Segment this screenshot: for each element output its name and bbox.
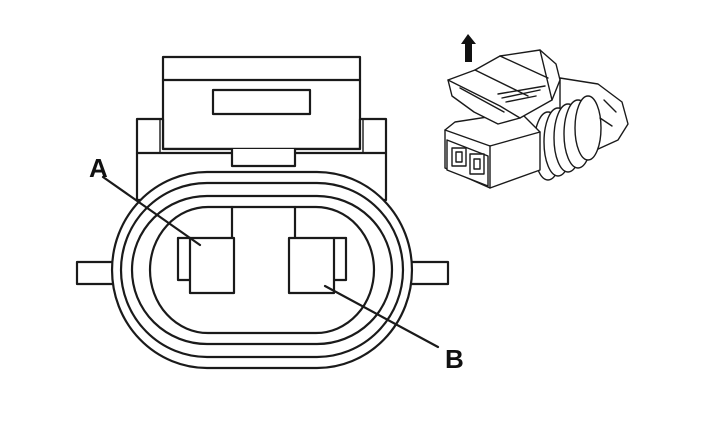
tab-window	[211, 88, 312, 116]
front-face	[446, 139, 489, 187]
top-latch	[447, 49, 561, 125]
right-mounting-lug	[408, 260, 450, 286]
leader-line-b	[323, 284, 440, 349]
cavity-a	[451, 147, 467, 167]
up-arrow-icon	[461, 34, 476, 62]
label-terminal-a: A	[89, 153, 108, 183]
cavity-b	[469, 153, 485, 175]
left-mounting-lug	[75, 260, 117, 286]
label-terminal-b: B	[445, 344, 464, 374]
terminal-b	[287, 236, 336, 295]
connector-isometric-view	[444, 34, 629, 189]
inner-shroud	[148, 205, 376, 335]
terminal-a	[188, 236, 236, 295]
connector-front-view: A B	[75, 55, 464, 374]
rear-seal	[533, 77, 629, 181]
locking-tab	[161, 55, 362, 151]
leader-line-a	[101, 175, 202, 247]
